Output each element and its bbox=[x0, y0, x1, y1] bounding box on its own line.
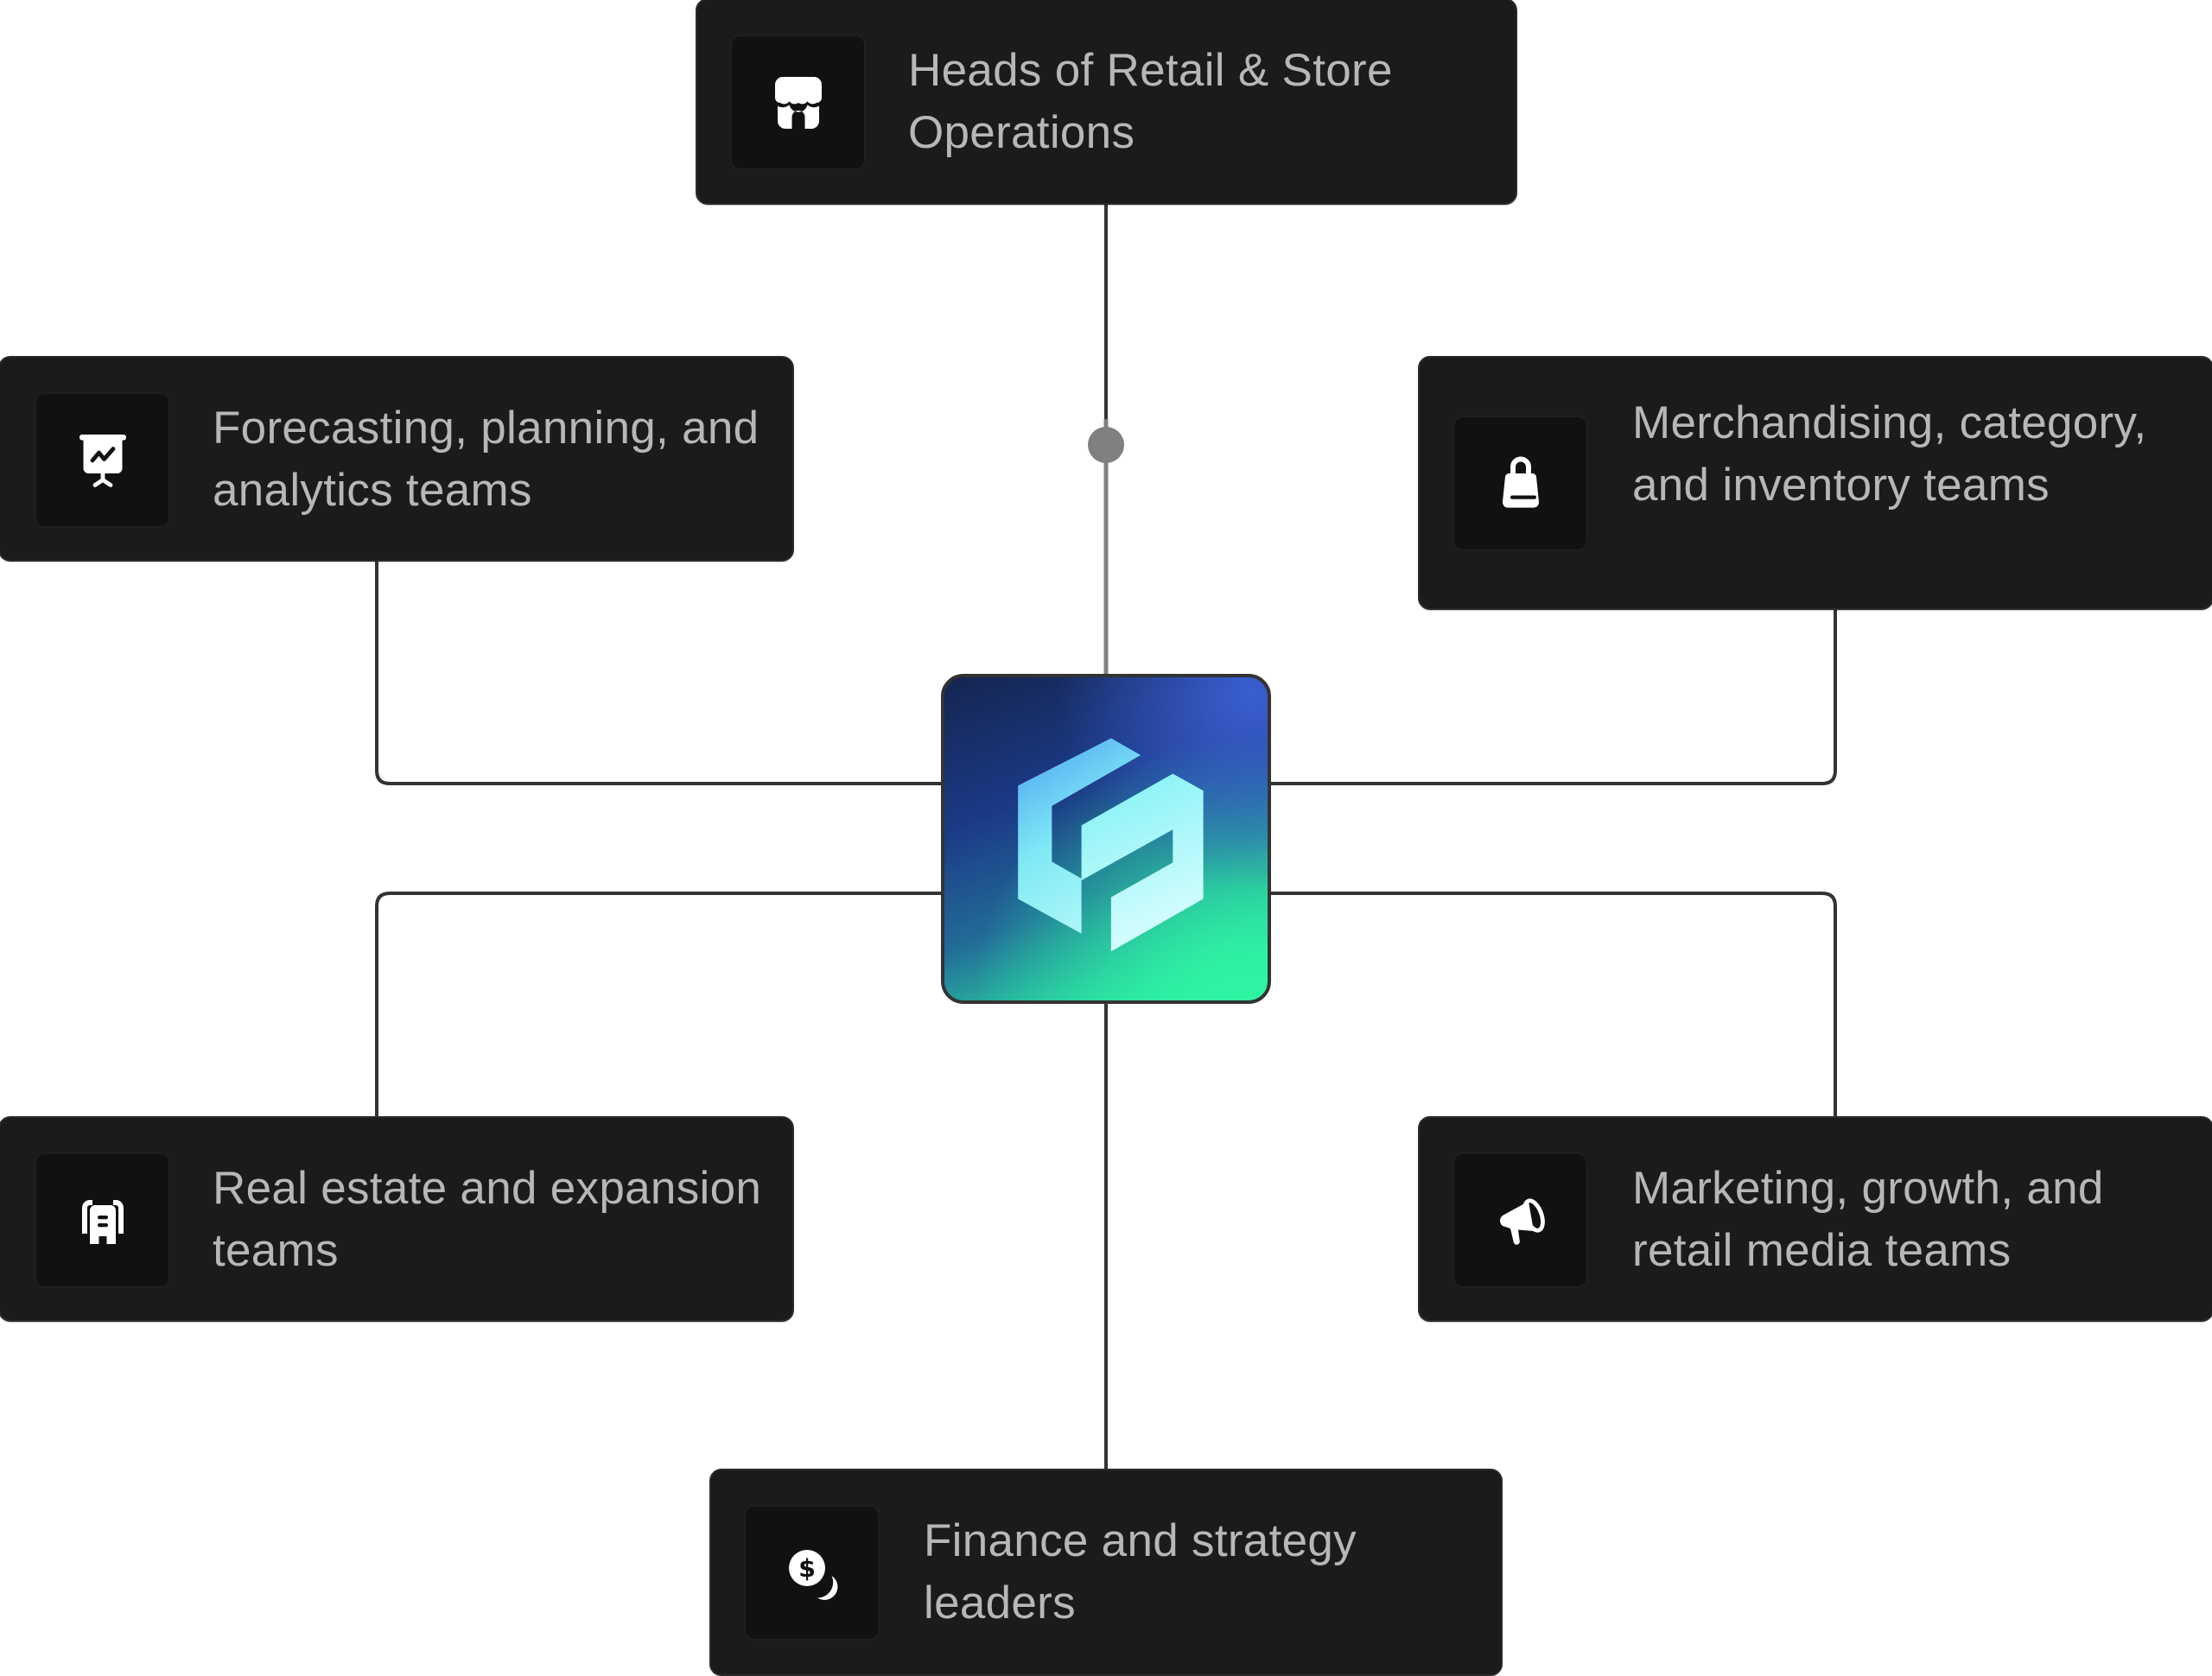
megaphone-icon bbox=[1499, 1197, 1545, 1245]
node-marketing: Marketing, growth, and retail media team… bbox=[1418, 1116, 2212, 1322]
coins-icon: $ bbox=[788, 1549, 837, 1600]
node-merchandising: Merchandising, category, and inventory t… bbox=[1418, 356, 2212, 610]
connector-node-dot bbox=[1088, 427, 1124, 463]
node-label: Forecasting, planning, and analytics tea… bbox=[213, 403, 760, 516]
icon-tile bbox=[730, 35, 866, 170]
icon-tile: $ bbox=[744, 1505, 880, 1641]
buildings-icon bbox=[81, 1199, 124, 1244]
shopping-bag-icon bbox=[1502, 456, 1539, 508]
icon-tile bbox=[35, 392, 170, 528]
brand-logo bbox=[941, 674, 1271, 1004]
brand-logo-icon bbox=[1018, 738, 1204, 952]
svg-text:$: $ bbox=[798, 1554, 816, 1583]
connector-merchandising bbox=[1270, 608, 1837, 785]
node-finance: $ Finance and strategy leaders bbox=[709, 1469, 1503, 1676]
icon-tile bbox=[1452, 416, 1588, 551]
node-label: Heads of Retail & Store Operations bbox=[908, 45, 1393, 158]
presentation-chart-icon bbox=[79, 434, 126, 487]
node-label: Merchandising, category, and inventory t… bbox=[1632, 397, 2147, 511]
node-real-estate: Real estate and expansion teams bbox=[0, 1116, 794, 1322]
node-label: Marketing, growth, and retail media team… bbox=[1632, 1163, 2104, 1276]
node-retail-ops: Heads of Retail & Store Operations bbox=[696, 0, 1517, 205]
node-label: Finance and strategy leaders bbox=[924, 1515, 1357, 1628]
icon-tile bbox=[35, 1152, 170, 1288]
node-forecasting: Forecasting, planning, and analytics tea… bbox=[0, 356, 794, 562]
storefront-icon bbox=[774, 76, 822, 129]
connector-real-estate bbox=[375, 892, 942, 1117]
icon-tile bbox=[1452, 1152, 1588, 1288]
node-label: Real estate and expansion teams bbox=[213, 1163, 762, 1276]
connector-forecasting bbox=[375, 560, 942, 785]
connector-marketing bbox=[1270, 892, 1837, 1117]
